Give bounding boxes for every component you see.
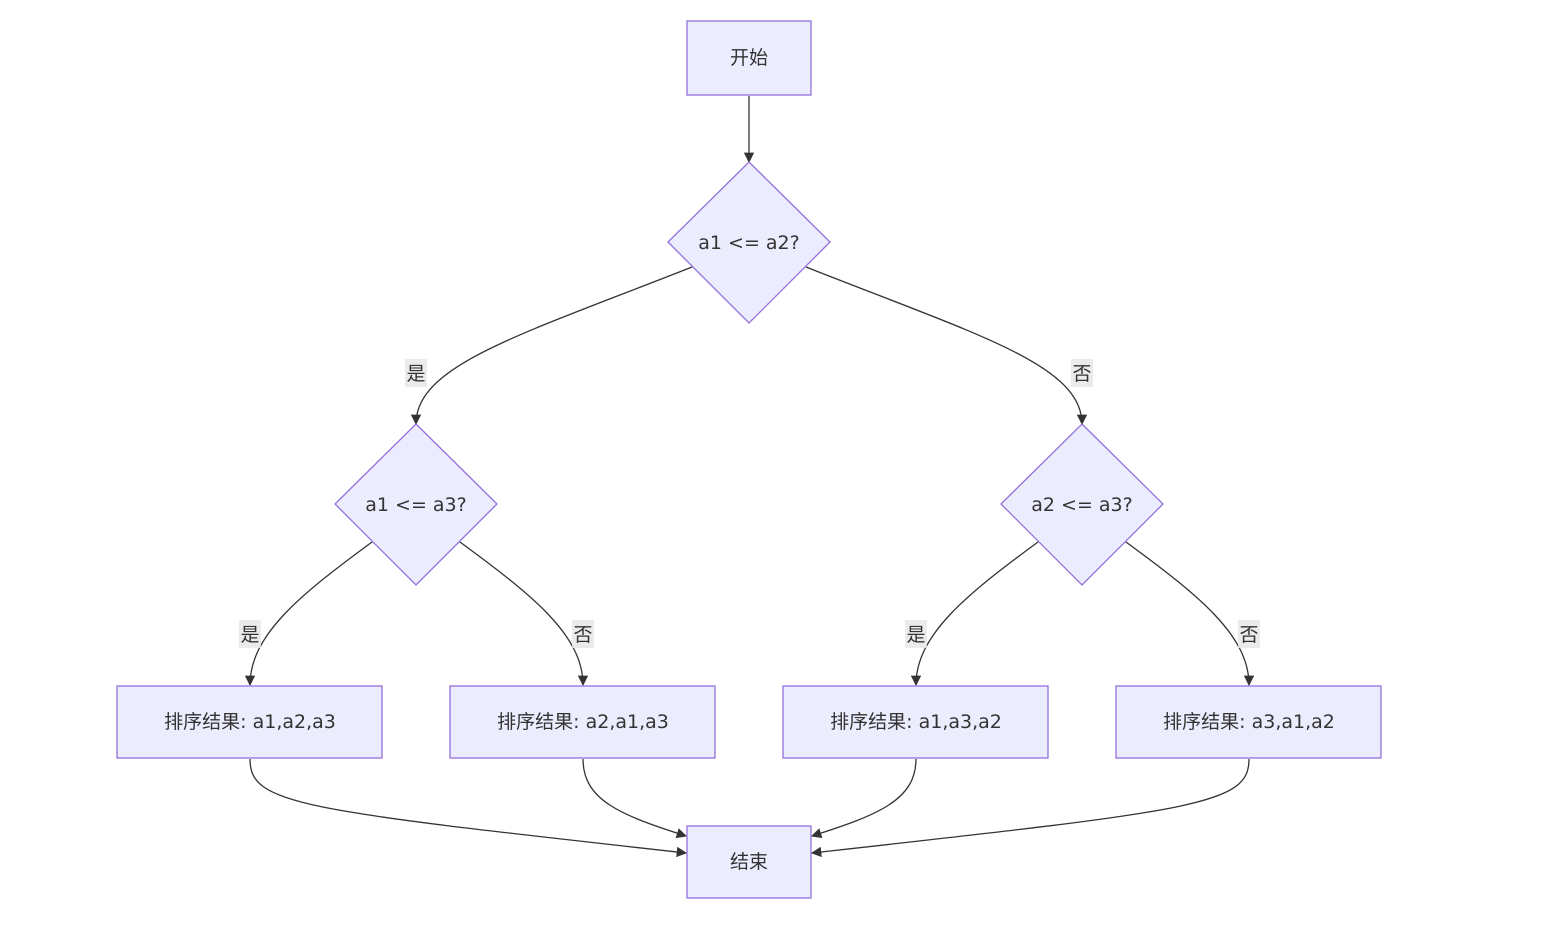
edge-labels: 是 否 是 否 是 否 bbox=[239, 359, 1260, 648]
nodes: 开始 a1 <= a2? a1 <= a3? a2 <= a3? 排序结果: a… bbox=[116, 20, 1382, 899]
edge-cond-a1-a2-no bbox=[805, 266, 1088, 426]
edge-label-yes-root: 是 bbox=[405, 359, 427, 387]
svg-text:排序结果: a2,a1,a3: 排序结果: a2,a1,a3 bbox=[497, 711, 669, 733]
edge-result-4-to-end bbox=[810, 758, 1250, 858]
decision-a1-le-a3: a1 <= a3? bbox=[334, 423, 498, 586]
svg-text:结束: 结束 bbox=[730, 851, 768, 873]
svg-text:a1 <= a3?: a1 <= a3? bbox=[365, 494, 466, 516]
end-node: 结束 bbox=[686, 825, 812, 899]
svg-text:a1 <= a2?: a1 <= a2? bbox=[698, 232, 799, 254]
svg-text:否: 否 bbox=[1072, 363, 1091, 385]
svg-text:排序结果: a1,a3,a2: 排序结果: a1,a3,a2 bbox=[830, 711, 1002, 733]
edge-cond-a1-a3-no bbox=[459, 541, 589, 687]
svg-text:否: 否 bbox=[573, 624, 592, 646]
result-a3-a1-a2: 排序结果: a3,a1,a2 bbox=[1115, 685, 1382, 759]
decision-a1-le-a2: a1 <= a2? bbox=[667, 161, 831, 324]
edge-label-no-left: 否 bbox=[572, 620, 594, 648]
edge-label-yes-right: 是 bbox=[905, 620, 927, 648]
edge-cond-a1-a2-yes bbox=[410, 266, 693, 426]
edge-result-2-to-end bbox=[582, 758, 687, 839]
svg-text:是: 是 bbox=[906, 624, 925, 646]
svg-text:是: 是 bbox=[406, 363, 425, 385]
edge-cond-a2-a3-yes bbox=[910, 541, 1039, 687]
svg-text:a2 <= a3?: a2 <= a3? bbox=[1031, 494, 1132, 516]
edge-cond-a1-a3-yes bbox=[244, 541, 373, 687]
edge-label-no-right: 否 bbox=[1238, 620, 1260, 648]
svg-text:排序结果: a3,a1,a2: 排序结果: a3,a1,a2 bbox=[1163, 711, 1335, 733]
result-a1-a2-a3: 排序结果: a1,a2,a3 bbox=[116, 685, 383, 759]
edge-cond-a2-a3-no bbox=[1125, 541, 1255, 687]
svg-text:是: 是 bbox=[240, 624, 259, 646]
svg-text:排序结果: a1,a2,a3: 排序结果: a1,a2,a3 bbox=[164, 711, 336, 733]
edges bbox=[244, 96, 1255, 858]
edge-label-no-root: 否 bbox=[1071, 359, 1093, 387]
svg-text:开始: 开始 bbox=[730, 47, 768, 69]
svg-text:否: 否 bbox=[1239, 624, 1258, 646]
result-a2-a1-a3: 排序结果: a2,a1,a3 bbox=[449, 685, 716, 759]
edge-result-3-to-end bbox=[811, 758, 917, 839]
edge-result-1-to-end bbox=[249, 758, 688, 858]
decision-a2-le-a3: a2 <= a3? bbox=[1000, 423, 1164, 586]
start-node: 开始 bbox=[686, 20, 812, 96]
result-a1-a3-a2: 排序结果: a1,a3,a2 bbox=[782, 685, 1049, 759]
edge-label-yes-left: 是 bbox=[239, 620, 261, 648]
